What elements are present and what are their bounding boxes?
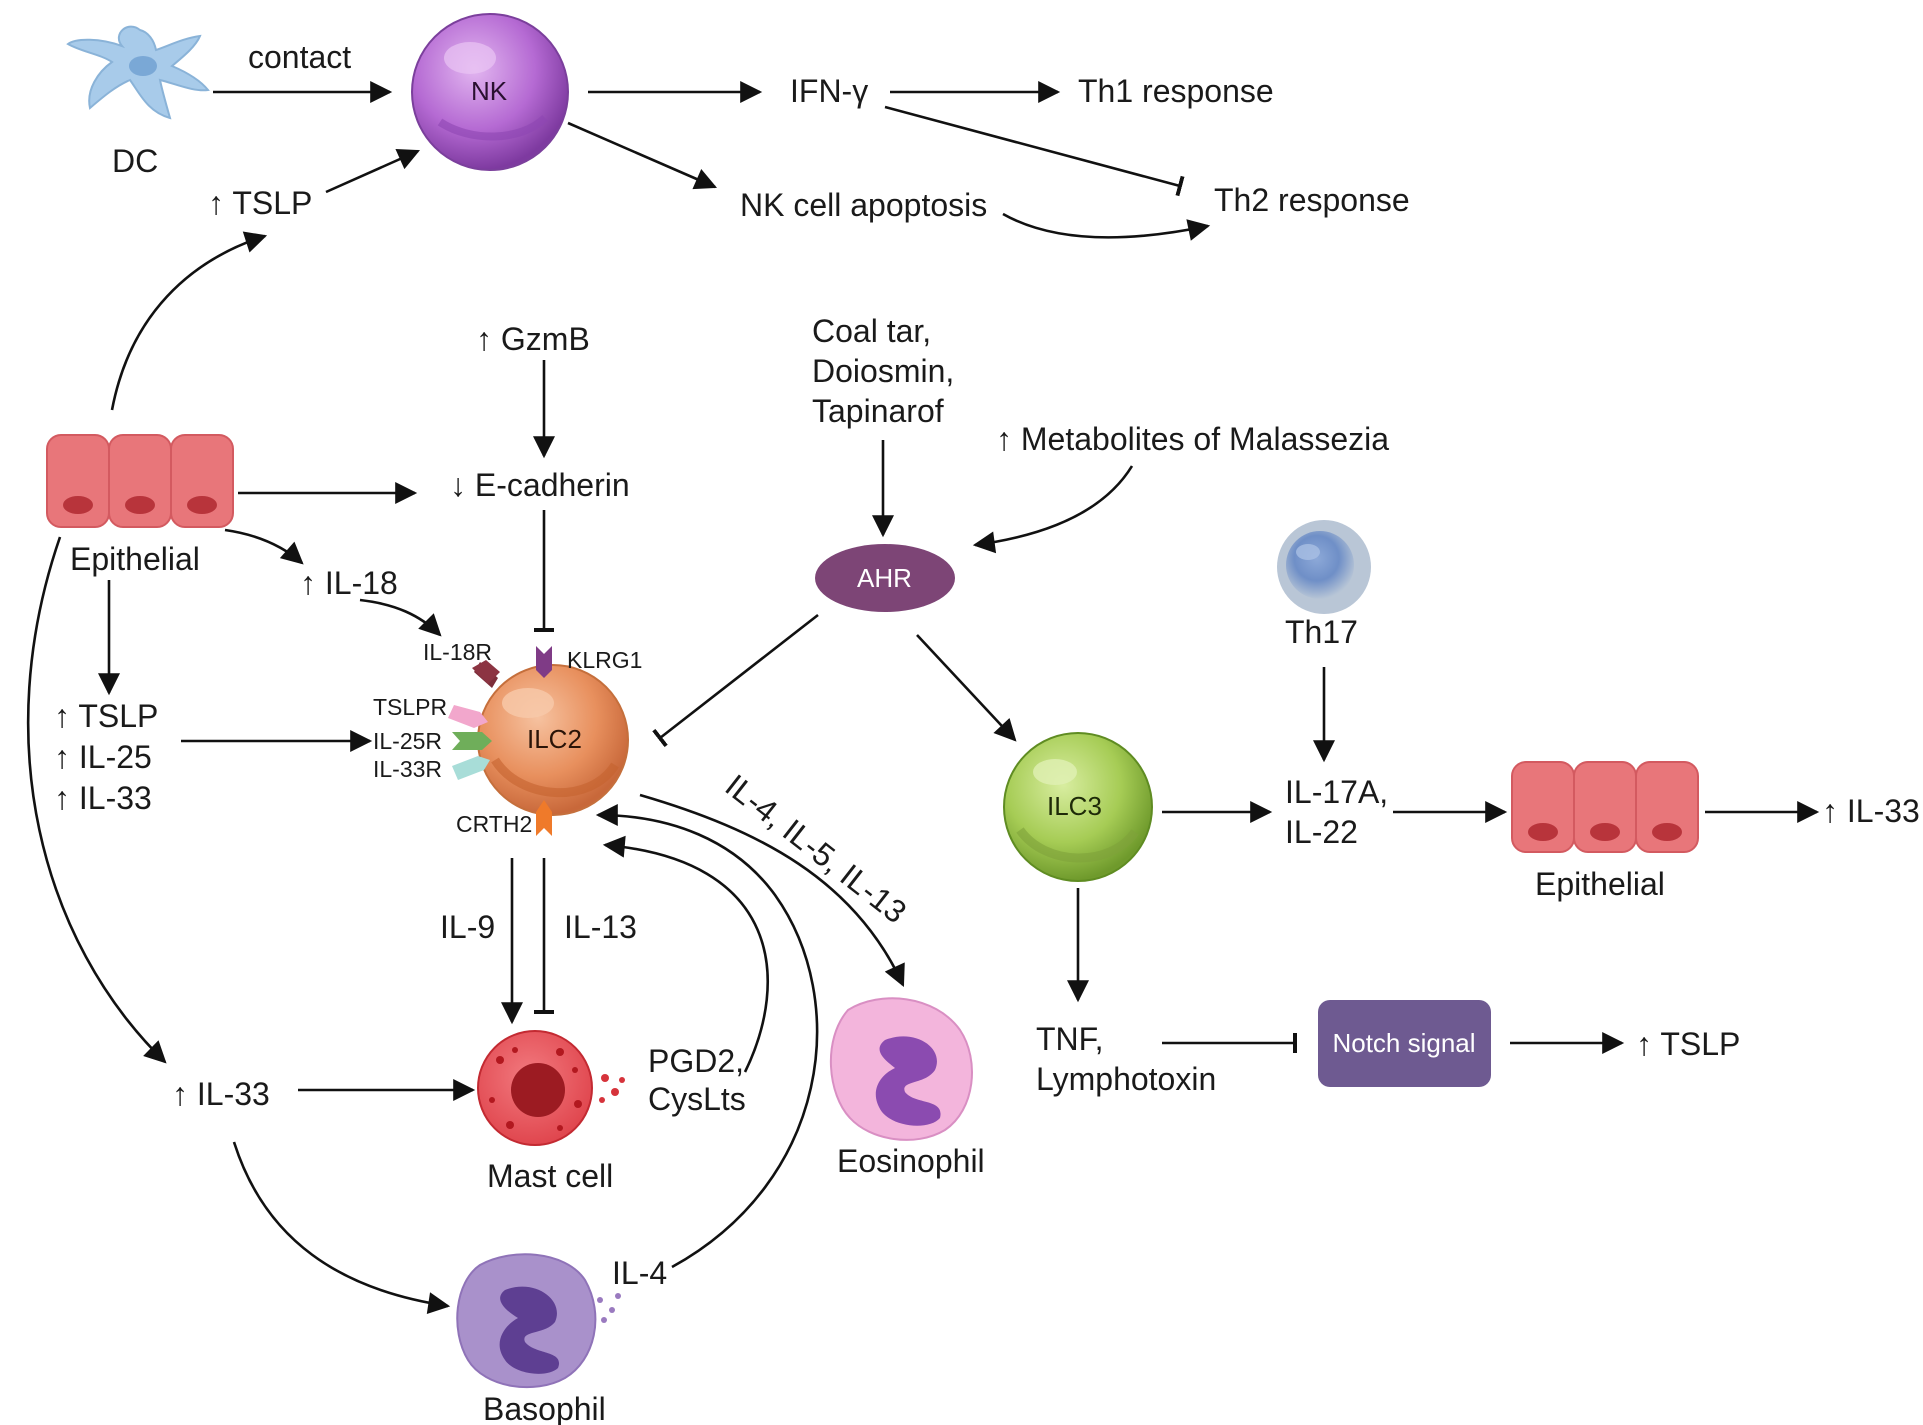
label-ilc3: ILC3	[1047, 791, 1102, 821]
label-tslp-mid: ↑ TSLP	[54, 698, 158, 734]
dc-cell	[66, 25, 210, 120]
label-malassezia: ↑ Metabolites of Malassezia	[996, 421, 1389, 457]
label-tslp-top: ↑ TSLP	[208, 185, 312, 221]
label-dc: DC	[112, 143, 158, 179]
label-il4: IL-4	[612, 1255, 667, 1291]
label-th2: Th2 response	[1214, 182, 1410, 218]
edge-malassezia-ahr	[972, 465, 1134, 554]
label-basophil: Basophil	[483, 1391, 606, 1425]
label-notch: Notch signal	[1332, 1028, 1475, 1058]
notch-signal-box	[1318, 1000, 1491, 1087]
il25r-receptor	[452, 732, 492, 750]
label-il33-right: ↑ IL-33	[1822, 793, 1920, 829]
edge-ifng-th2-inhibit	[884, 105, 1185, 197]
edge-apoptosis-th2	[1002, 212, 1211, 241]
label-il18r: IL-18R	[423, 639, 492, 665]
label-crth2: CRTH2	[456, 811, 532, 837]
edge-epithelial-tslp	[110, 231, 268, 411]
label-pgd2: PGD2,	[648, 1043, 744, 1079]
il33r-receptor	[452, 756, 490, 780]
label-il33-bottom: ↑ IL-33	[172, 1076, 270, 1112]
crth2-receptor	[536, 800, 552, 836]
klrg1-receptor	[536, 646, 552, 678]
label-eosinophil: Eosinophil	[837, 1143, 985, 1179]
epithelial-right-cells	[1511, 761, 1699, 853]
label-il18: ↑ IL-18	[300, 565, 398, 601]
ahr-node	[815, 544, 955, 612]
label-ifng: IFN-γ	[790, 73, 868, 109]
edge-nk-apoptosis	[567, 121, 718, 190]
label-contact: contact	[248, 39, 351, 75]
tslpr-receptor	[448, 705, 488, 728]
nk-cell	[411, 13, 569, 171]
edge-il18-il18r	[359, 598, 442, 637]
edge-tslp-nk	[325, 149, 421, 194]
edge-epithelial-il33-bottom	[26, 536, 167, 1064]
label-tapinarof: Tapinarof	[812, 393, 944, 429]
edge-epithelial-il18	[224, 528, 304, 565]
edge-mast-pgd2-ilc2	[602, 835, 769, 1073]
label-coal-tar: Coal tar,	[812, 313, 931, 349]
label-il33r: IL-33R	[373, 756, 442, 782]
mast-cell	[477, 1030, 625, 1146]
label-tslpr: TSLPR	[373, 694, 447, 720]
epithelial-left-cells	[46, 434, 234, 528]
label-gzmb: ↑ GzmB	[476, 321, 590, 357]
th17-cell	[1277, 520, 1371, 614]
eosinophil-cell	[830, 997, 973, 1141]
label-ecadherin: ↓ E-cadherin	[450, 467, 630, 503]
edge-ahr-ilc2-inhibit	[652, 613, 819, 748]
label-tslp-right: ↑ TSLP	[1636, 1026, 1740, 1062]
label-il25-mid: ↑ IL-25	[54, 739, 152, 775]
label-il22: IL-22	[1285, 814, 1358, 850]
label-il13: IL-13	[564, 909, 637, 945]
label-epithelial-right: Epithelial	[1535, 866, 1665, 902]
edge-basophil-il4-ilc2	[595, 804, 819, 1269]
label-il17a: IL-17A,	[1285, 774, 1388, 810]
label-il9: IL-9	[440, 909, 495, 945]
label-epithelial-left: Epithelial	[70, 541, 200, 577]
edge-il33-basophil	[232, 1141, 451, 1314]
label-il25r: IL-25R	[373, 728, 442, 754]
label-lymphotoxin: Lymphotoxin	[1036, 1061, 1216, 1097]
edges	[26, 81, 1820, 1314]
label-doiosmin: Doiosmin,	[812, 353, 954, 389]
label-mast-cell: Mast cell	[487, 1158, 613, 1194]
label-nk: NK	[471, 76, 508, 106]
label-ahr: AHR	[857, 563, 912, 593]
il18r-receptor	[472, 660, 500, 688]
label-th17: Th17	[1285, 614, 1358, 650]
edge-ilc2-eosinophil	[639, 793, 905, 988]
label-ilc2: ILC2	[527, 724, 582, 754]
basophil-cell	[456, 1253, 621, 1389]
labels: contact DC NK IFN-γ Th1 response Th2 res…	[54, 39, 1920, 1425]
label-il33-mid: ↑ IL-33	[54, 780, 152, 816]
label-tnf: TNF,	[1036, 1021, 1104, 1057]
ilc3-cell	[1003, 732, 1153, 882]
label-cyslts: CysLts	[648, 1081, 746, 1117]
label-th1: Th1 response	[1078, 73, 1274, 109]
label-nk-apoptosis: NK cell apoptosis	[740, 187, 987, 223]
label-klrg1: KLRG1	[567, 647, 642, 673]
edge-ahr-ilc3	[916, 634, 1017, 742]
label-il4-5-13: IL-4, IL-5, IL-13	[719, 767, 914, 930]
